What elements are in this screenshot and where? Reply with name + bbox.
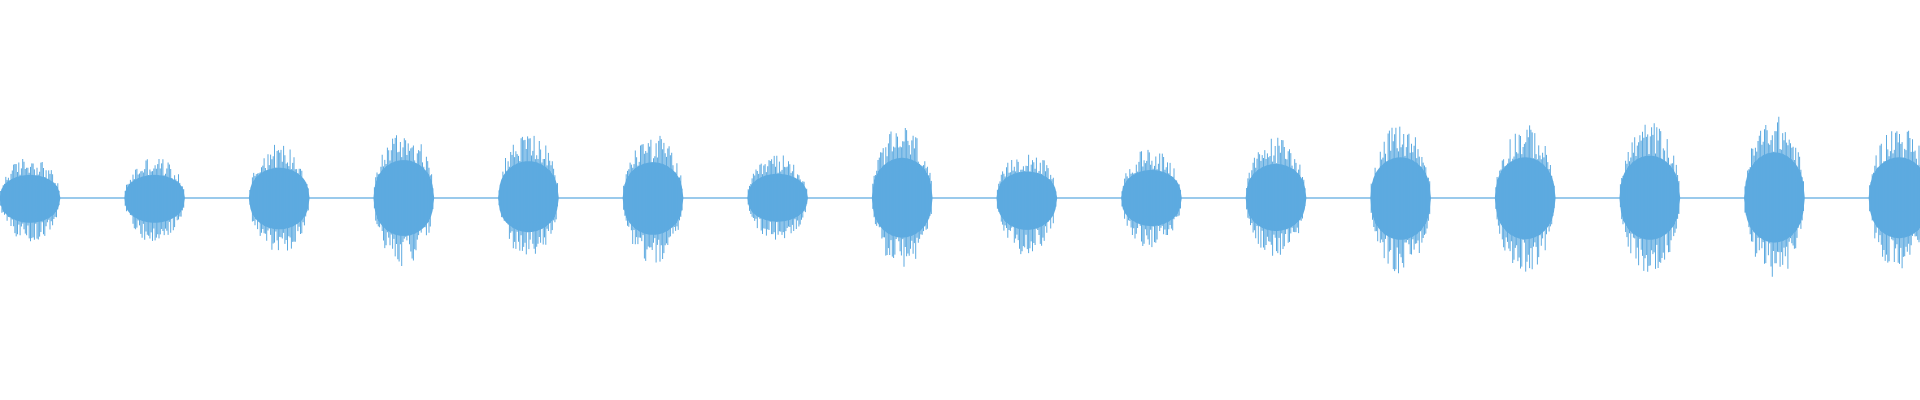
waveform-burst [1368, 126, 1433, 274]
waveform-burst [1244, 137, 1308, 256]
waveform-burst-peaks [747, 155, 808, 240]
waveform-burst [994, 154, 1059, 255]
waveform-burst-peaks [1869, 130, 1920, 269]
waveform-burst-peaks [0, 159, 60, 242]
waveform-burst-peaks [872, 128, 932, 267]
waveform-burst-peaks [249, 144, 309, 251]
waveform-burst-peaks [1495, 125, 1555, 272]
waveform-burst [122, 159, 187, 241]
waveform-layer [0, 116, 1920, 277]
waveform-burst [870, 128, 935, 267]
waveform-burst-peaks [1370, 126, 1431, 274]
waveform-burst-peaks [623, 135, 683, 263]
waveform-burst-peaks [996, 154, 1057, 255]
waveform-burst-peaks [498, 135, 558, 255]
waveform-burst-peaks [1744, 116, 1804, 277]
waveform-burst [1742, 116, 1807, 277]
waveform-burst-peaks [373, 135, 434, 266]
waveform-burst [496, 135, 561, 255]
waveform-burst-peaks [1121, 149, 1181, 248]
waveform-burst [1119, 149, 1184, 248]
waveform-burst-peaks [124, 159, 185, 241]
waveform-burst [1617, 123, 1682, 272]
waveform-burst-peaks [1246, 137, 1306, 256]
waveform-burst [745, 155, 810, 240]
waveform-burst [1867, 130, 1920, 269]
waveform-burst [621, 135, 685, 263]
waveform-burst [1493, 125, 1558, 272]
waveform-burst [247, 144, 312, 251]
waveform-burst-peaks [1619, 123, 1680, 272]
waveform-burst [0, 159, 62, 242]
waveform-burst [371, 135, 436, 266]
